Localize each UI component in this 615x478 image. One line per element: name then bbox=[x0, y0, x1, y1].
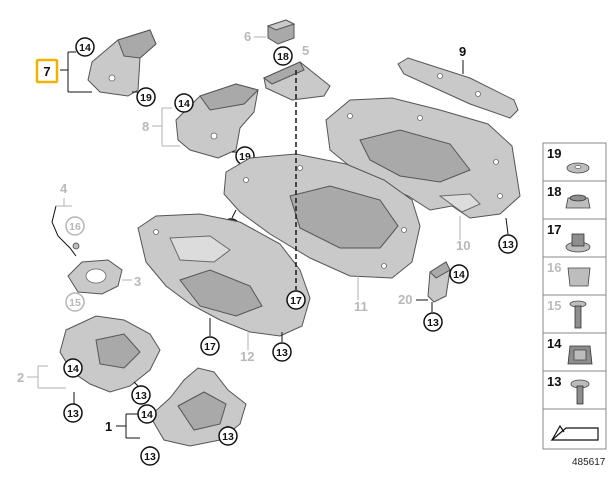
part-20-leader bbox=[416, 299, 433, 312]
part-20-number: 20 bbox=[398, 292, 412, 307]
svg-text:17: 17 bbox=[547, 222, 561, 237]
part-9-number: 9 bbox=[459, 44, 466, 59]
part-11-shape[interactable] bbox=[223, 153, 421, 279]
legend-arrow-box bbox=[542, 408, 607, 450]
callout-14-b[interactable]: 14 bbox=[174, 93, 194, 113]
part-2-shape[interactable] bbox=[59, 315, 161, 393]
part-20-shape[interactable] bbox=[427, 261, 451, 303]
callout-14-a[interactable]: 14 bbox=[75, 37, 95, 57]
svg-text:15: 15 bbox=[69, 297, 81, 309]
part-4-shape[interactable] bbox=[51, 205, 80, 257]
svg-text:14: 14 bbox=[67, 363, 79, 375]
svg-text:13: 13 bbox=[276, 347, 288, 359]
part-3-number: 3 bbox=[134, 274, 141, 289]
callout-13-g[interactable]: 13 bbox=[218, 425, 238, 446]
legend-item-19[interactable]: 19 bbox=[542, 142, 607, 182]
part-11-number: 11 bbox=[354, 299, 368, 314]
part-7-number: 7 bbox=[43, 64, 50, 79]
part-5-number: 5 bbox=[302, 43, 309, 58]
svg-text:15: 15 bbox=[547, 298, 561, 313]
legend-item-17[interactable]: 17 bbox=[542, 218, 607, 258]
part-4-number: 4 bbox=[60, 181, 68, 196]
callout-13-e[interactable]: 13 bbox=[131, 381, 151, 405]
svg-text:14: 14 bbox=[79, 42, 91, 54]
svg-text:13: 13 bbox=[67, 408, 79, 420]
part-8-leader bbox=[152, 107, 180, 147]
callout-18[interactable]: 18 bbox=[273, 46, 293, 66]
callout-19-a[interactable]: 19 bbox=[132, 87, 156, 107]
svg-text:19: 19 bbox=[239, 151, 251, 163]
part-7-leader bbox=[60, 51, 92, 93]
legend-item-18[interactable]: 18 bbox=[542, 180, 607, 220]
part-1-number: 1 bbox=[105, 419, 112, 434]
part-1-shape[interactable] bbox=[149, 367, 247, 447]
document-id: 485617 bbox=[572, 457, 606, 468]
svg-text:14: 14 bbox=[178, 98, 190, 110]
part-2-number: 2 bbox=[17, 370, 24, 385]
callout-13-f[interactable]: 13 bbox=[140, 446, 160, 466]
callout-17-b[interactable]: 17 bbox=[286, 290, 306, 310]
callout-13-d[interactable]: 13 bbox=[63, 392, 83, 423]
callout-14-c[interactable]: 14 bbox=[63, 358, 83, 378]
part-4-leader bbox=[56, 198, 72, 207]
svg-text:19: 19 bbox=[547, 146, 561, 161]
svg-text:18: 18 bbox=[547, 184, 561, 199]
svg-text:14: 14 bbox=[141, 409, 153, 421]
callout-14-d[interactable]: 14 bbox=[137, 404, 157, 424]
svg-text:14: 14 bbox=[547, 336, 562, 351]
svg-text:13: 13 bbox=[222, 431, 234, 443]
part-12-shape[interactable] bbox=[137, 213, 311, 337]
callout-14-e[interactable]: 14 bbox=[449, 264, 469, 284]
part-6-shape[interactable] bbox=[266, 19, 296, 45]
callout-13-a[interactable]: 13 bbox=[498, 217, 518, 254]
part-9-shape[interactable] bbox=[397, 57, 519, 119]
callout-15[interactable]: 15 bbox=[65, 292, 85, 312]
part-8-number: 8 bbox=[142, 119, 149, 134]
svg-text:13: 13 bbox=[135, 390, 147, 402]
fastener-legend: 19 18 17 16 15 bbox=[542, 142, 607, 450]
svg-text:13: 13 bbox=[427, 317, 439, 329]
svg-text:13: 13 bbox=[144, 451, 156, 463]
svg-text:16: 16 bbox=[69, 221, 81, 233]
legend-item-13[interactable]: 13 bbox=[542, 370, 607, 410]
legend-item-14[interactable]: 14 bbox=[542, 332, 607, 372]
callout-13-h[interactable]: 13 bbox=[423, 312, 443, 332]
legend-item-15[interactable]: 15 bbox=[542, 294, 607, 334]
part-1-leader bbox=[116, 413, 140, 439]
part-3-shape[interactable] bbox=[67, 259, 123, 295]
svg-text:18: 18 bbox=[277, 51, 289, 63]
part-6-number: 6 bbox=[244, 29, 251, 44]
svg-text:14: 14 bbox=[453, 269, 465, 281]
svg-text:13: 13 bbox=[502, 239, 514, 251]
svg-text:13: 13 bbox=[547, 374, 561, 389]
part-8-shape[interactable] bbox=[175, 83, 259, 159]
part-12-number: 12 bbox=[240, 349, 254, 364]
callout-17-a[interactable]: 17 bbox=[200, 318, 220, 356]
callout-13-c[interactable]: 13 bbox=[272, 332, 292, 362]
part-5-shape[interactable] bbox=[263, 61, 331, 101]
clip-icon bbox=[567, 267, 591, 287]
part-10-number: 10 bbox=[456, 238, 470, 253]
legend-item-16[interactable]: 16 bbox=[542, 256, 607, 296]
svg-text:19: 19 bbox=[140, 92, 152, 104]
svg-text:16: 16 bbox=[547, 260, 561, 275]
svg-text:17: 17 bbox=[290, 295, 302, 307]
svg-text:17: 17 bbox=[204, 341, 216, 353]
part-7-label[interactable]: 7 bbox=[35, 58, 59, 84]
part-7-shape[interactable] bbox=[87, 29, 157, 97]
callout-16[interactable]: 16 bbox=[65, 216, 85, 236]
part-2-leader bbox=[27, 365, 66, 389]
